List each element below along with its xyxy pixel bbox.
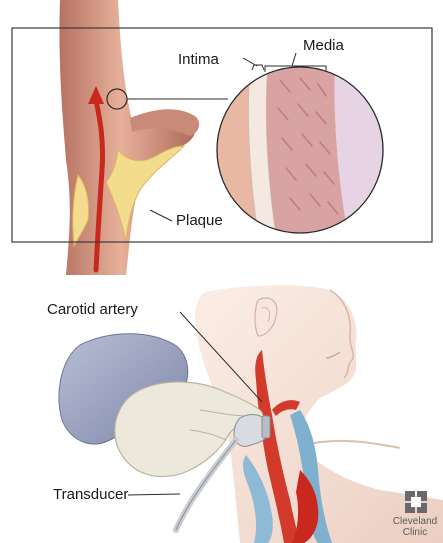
logo-name-line2: Clinic xyxy=(388,527,442,538)
intima-leader-line xyxy=(243,58,257,66)
media-leader-line xyxy=(292,53,296,66)
logo-name-line1: Cleveland xyxy=(388,516,442,527)
ultrasound-exam-illustration xyxy=(59,285,443,543)
intima-bracket xyxy=(252,65,264,70)
carotid-artery-label: Carotid artery xyxy=(47,302,138,317)
intima-label: Intima xyxy=(178,52,219,67)
plaque-leader-line xyxy=(150,210,172,221)
magnified-vessel-wall xyxy=(215,65,385,235)
plaque-label: Plaque xyxy=(176,213,223,228)
artery-cross-section-illustration xyxy=(59,0,199,275)
transducer-label: Transducer xyxy=(53,487,128,502)
media-label: Media xyxy=(303,38,344,53)
transducer-leader-line xyxy=(128,494,180,495)
